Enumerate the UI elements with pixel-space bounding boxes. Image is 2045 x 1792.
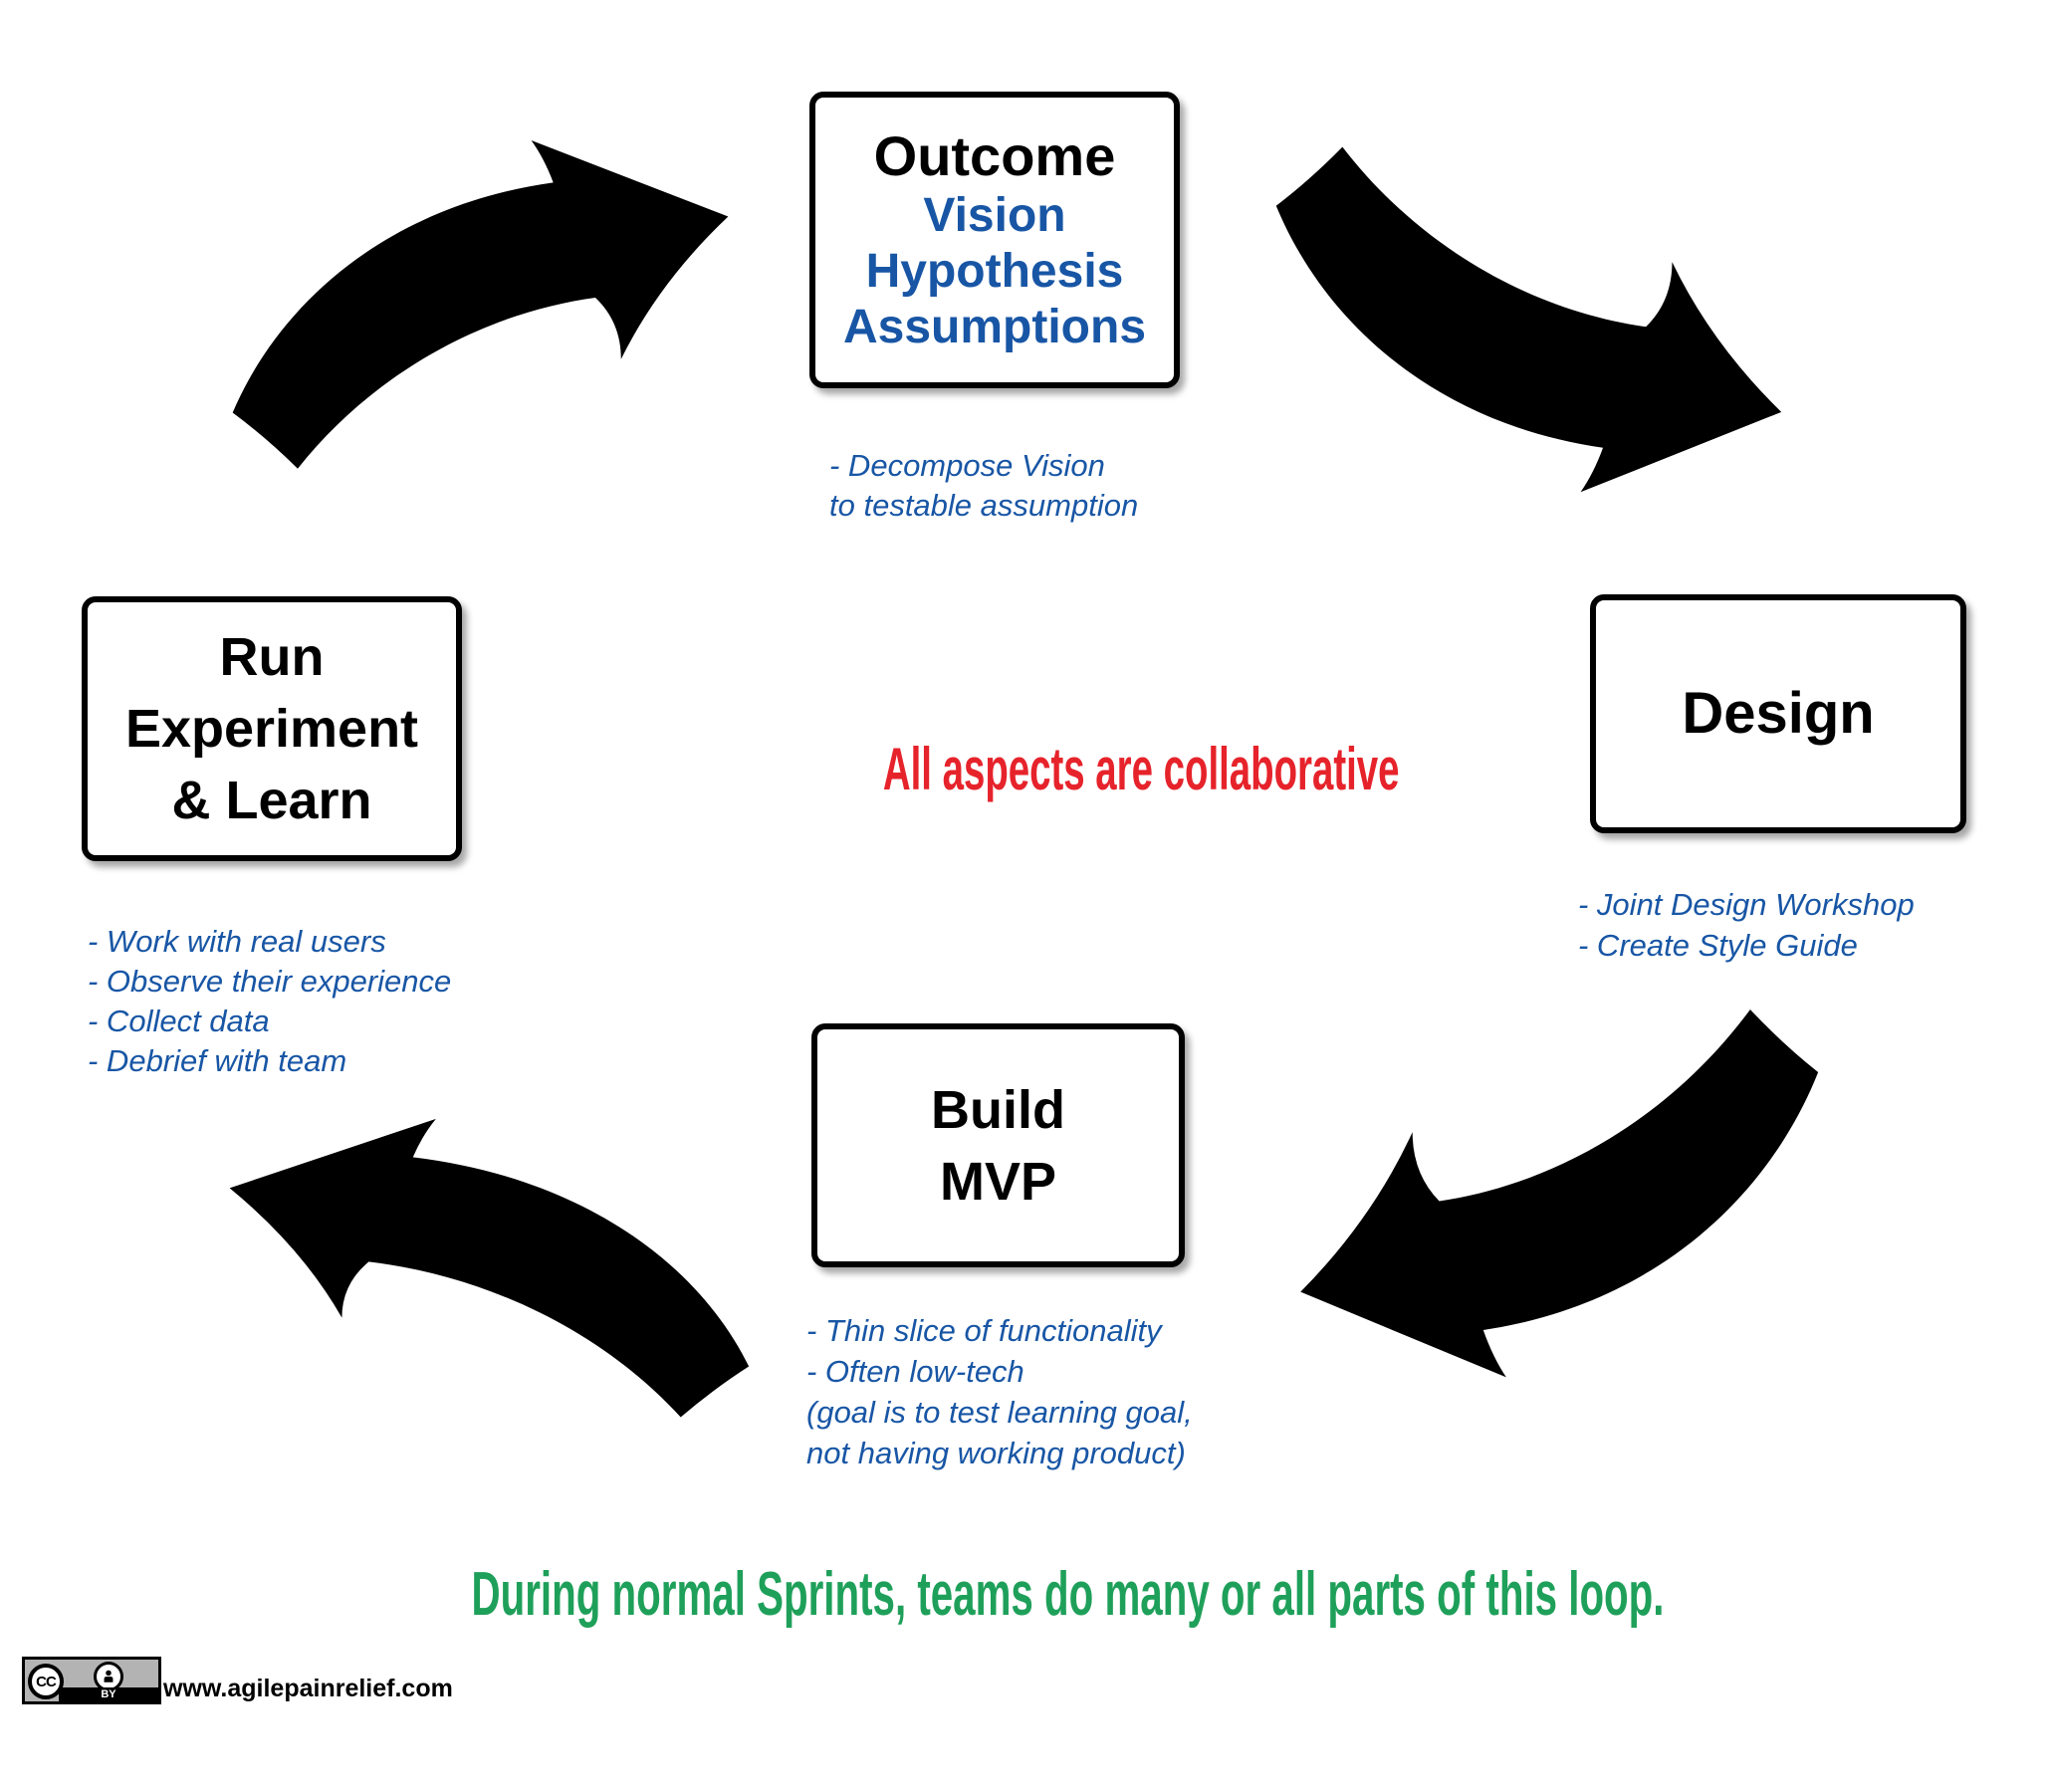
- build-notes: - Thin slice of functionality - Often lo…: [806, 1310, 1193, 1473]
- center-annotation: All aspects are collaborative: [738, 735, 1400, 803]
- node-run-title: Run: [219, 627, 325, 687]
- note-line: - Decompose Vision: [829, 448, 1105, 483]
- design-notes: - Joint Design Workshop - Create Style G…: [1578, 884, 1915, 966]
- note-line: - Work with real users: [88, 924, 386, 959]
- flow-arrow-outcome-to-design: [1275, 146, 1782, 493]
- footer-annotation-text: During normal Sprints, teams do many or …: [472, 1560, 1665, 1629]
- node-outcome: Outcome Vision Hypothesis Assumptions: [809, 92, 1180, 388]
- node-outcome-subtitle: Assumptions: [842, 301, 1147, 354]
- by-bar: BY: [59, 1687, 158, 1701]
- flow-arrow-run-to-outcome: [232, 140, 729, 469]
- node-build-title: Build: [931, 1079, 1065, 1140]
- cc-icon: CC: [28, 1664, 64, 1699]
- note-line: - Observe their experience: [88, 964, 452, 999]
- node-outcome-subtitle: Hypothesis: [865, 245, 1124, 299]
- note-line: - Thin slice of functionality: [806, 1313, 1162, 1348]
- center-annotation-text: All aspects are collaborative: [882, 736, 1400, 802]
- node-outcome-subtitle: Vision: [923, 189, 1066, 243]
- note-line: - Often low-tech: [806, 1354, 1024, 1389]
- cc-icon-label: CC: [36, 1673, 57, 1690]
- flow-arrow-design-to-build: [1300, 1009, 1819, 1378]
- outcome-notes: - Decompose Vision to testable assumptio…: [829, 446, 1138, 526]
- footer-annotation: During normal Sprints, teams do many or …: [73, 1559, 2045, 1630]
- attribution-url: www.agilepainrelief.com: [163, 1675, 453, 1702]
- cc-by-license-badge: CC BY: [22, 1657, 161, 1704]
- note-line: (goal is to test learning goal,: [806, 1395, 1193, 1430]
- node-design: Design: [1590, 594, 1966, 833]
- note-line: - Create Style Guide: [1578, 928, 1858, 963]
- by-label: BY: [101, 1688, 116, 1700]
- node-design-title: Design: [1682, 680, 1875, 746]
- note-line: to testable assumption: [829, 488, 1139, 523]
- node-build-mvp: Build MVP: [811, 1023, 1185, 1267]
- note-line: - Collect data: [88, 1004, 270, 1038]
- note-line: not having working product): [806, 1436, 1186, 1470]
- node-run-title: Experiment: [124, 699, 419, 759]
- node-run-experiment: Run Experiment & Learn: [82, 596, 462, 861]
- run-notes: - Work with real users - Observe their e…: [88, 922, 451, 1081]
- note-line: - Joint Design Workshop: [1578, 887, 1915, 922]
- node-build-title: MVP: [939, 1151, 1057, 1212]
- node-outcome-title: Outcome: [873, 123, 1116, 187]
- node-run-title: & Learn: [171, 771, 372, 830]
- note-line: - Debrief with team: [88, 1043, 347, 1078]
- flow-arrow-build-to-run: [229, 1118, 750, 1418]
